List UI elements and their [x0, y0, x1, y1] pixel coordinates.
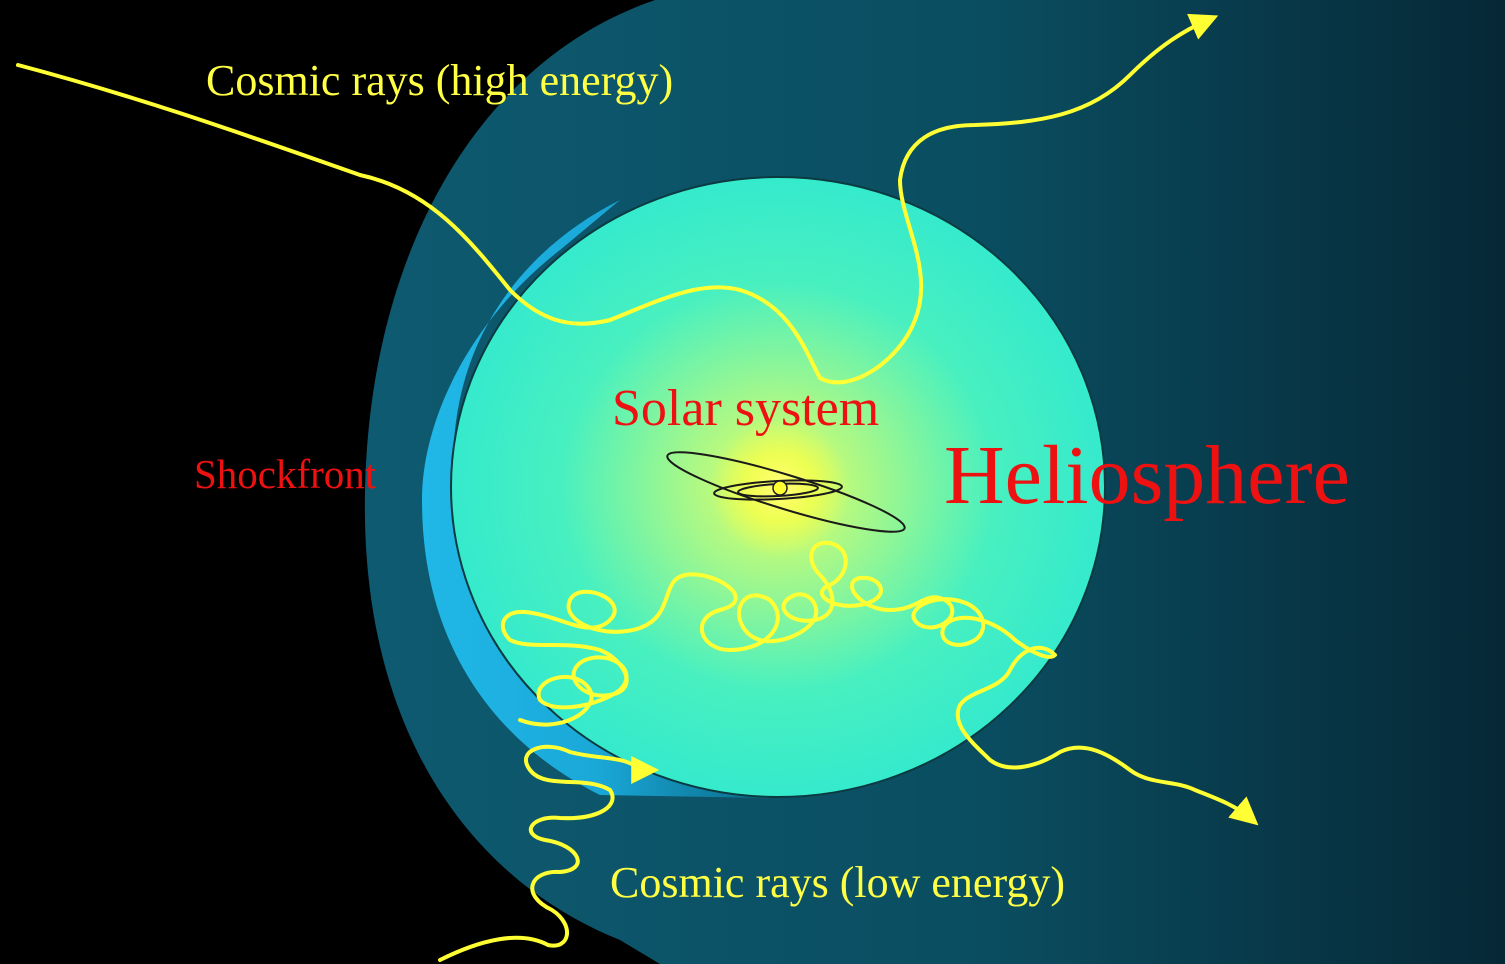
shockfront-label: Shockfront: [194, 451, 377, 497]
heliosphere-label: Heliosphere: [944, 429, 1350, 522]
cosmic-rays-low-energy-label: Cosmic rays (low energy): [610, 858, 1065, 907]
low-energy-cosmic-ray-entering: [438, 744, 660, 962]
sun: [772, 480, 788, 496]
cosmic-rays-high-energy-label: Cosmic rays (high energy): [206, 56, 673, 105]
solar-system-label: Solar system: [612, 380, 879, 437]
low-energy-cosmic-ray-tangle: [500, 540, 1259, 826]
high-energy-cosmic-ray: [16, 13, 1219, 385]
outer-orbit: [666, 451, 906, 533]
